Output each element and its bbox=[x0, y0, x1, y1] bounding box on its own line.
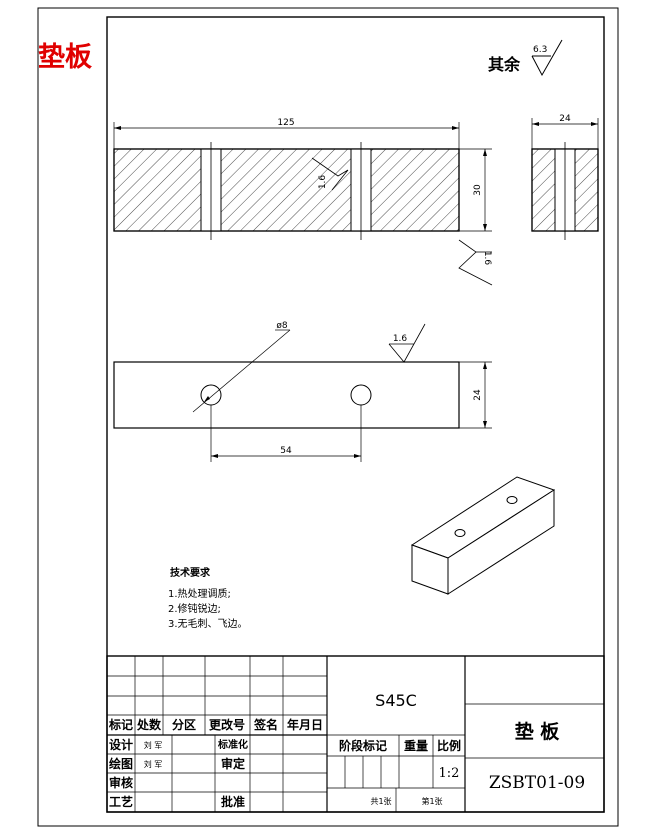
tb-scale-label: 比例 bbox=[437, 738, 461, 753]
tb-header-change: 更改号 bbox=[209, 717, 245, 732]
isometric-view bbox=[410, 476, 556, 595]
dim-height: 30 bbox=[473, 184, 483, 196]
tb-approval: 审定 bbox=[221, 756, 245, 771]
dim-length: 125 bbox=[277, 118, 294, 128]
tb-stage-label: 阶段标记 bbox=[339, 738, 387, 753]
roughness-side-value: 1.6 bbox=[482, 251, 492, 266]
tb-header-count: 处数 bbox=[136, 717, 162, 732]
tb-header-date: 年月日 bbox=[287, 717, 323, 732]
roughness-symbol-icon bbox=[311, 157, 349, 191]
tb-standardization: 标准化 bbox=[217, 738, 248, 751]
roughness-symbol-icon bbox=[531, 39, 563, 77]
dim-top-width: 24 bbox=[473, 389, 483, 401]
tb-row-review: 审核 bbox=[109, 775, 133, 790]
tb-header-zone: 分区 bbox=[172, 717, 196, 732]
tb-weight-label: 重量 bbox=[404, 738, 428, 753]
hole-right bbox=[350, 384, 372, 406]
tb-row-process: 工艺 bbox=[109, 794, 133, 809]
iso-hole-left bbox=[454, 529, 466, 537]
tb-drafter: 刘 军 bbox=[144, 759, 163, 769]
roughness-top-view-value: 1.6 bbox=[393, 334, 408, 344]
roughness-note-label: 其余 bbox=[488, 55, 521, 74]
iso-hole-right bbox=[506, 496, 518, 504]
tech-requirements-title: 技术要求 bbox=[170, 566, 211, 579]
tb-authorize: 批准 bbox=[221, 794, 245, 809]
roughness-symbol-icon bbox=[388, 323, 426, 363]
title-block-labels: 标记 处数 分区 更改号 签名 年月日 设计 绘图 审核 工艺 刘 军 刘 军 … bbox=[108, 691, 585, 809]
tb-drawing-no: ZSBT01-09 bbox=[489, 773, 585, 793]
tech-requirement-item: 2.修钝锐边; bbox=[168, 602, 221, 615]
tb-material: S45C bbox=[375, 691, 417, 710]
tb-sheet-no: 第1张 bbox=[421, 796, 442, 806]
hole-dia: ø8 bbox=[276, 321, 288, 331]
tb-header-sign: 签名 bbox=[253, 717, 278, 732]
tb-header-mark: 标记 bbox=[108, 717, 133, 732]
tb-part-name: 垫 板 bbox=[515, 720, 561, 743]
corner-title: 垫板 bbox=[38, 42, 92, 73]
general-roughness-note: 其余 6.3 bbox=[488, 39, 563, 77]
roughness-symbol-icon bbox=[458, 239, 493, 286]
title-block bbox=[106, 655, 605, 813]
dim-hole-spacing: 54 bbox=[280, 446, 292, 456]
tb-sheets-total: 共1张 bbox=[370, 797, 391, 806]
tb-row-design: 设计 bbox=[109, 737, 133, 752]
tech-requirement-item: 3.无毛刺、飞边。 bbox=[168, 618, 248, 630]
inner-border bbox=[106, 16, 605, 813]
roughness-top-value: 1.6 bbox=[318, 175, 328, 190]
dim-side-width: 24 bbox=[559, 114, 571, 124]
tb-designer: 刘 军 bbox=[144, 740, 163, 750]
side-view: 24 bbox=[531, 114, 599, 240]
tech-requirement-item: 1.热处理调质; bbox=[168, 587, 231, 600]
front-view: 125 30 1.6 1.6 bbox=[113, 118, 493, 286]
roughness-note-value: 6.3 bbox=[533, 45, 547, 55]
tb-scale: 1:2 bbox=[439, 766, 460, 781]
top-view: ø8 54 24 1.6 bbox=[113, 321, 492, 462]
tb-row-drawing: 绘图 bbox=[109, 756, 133, 771]
outer-border bbox=[37, 7, 619, 827]
